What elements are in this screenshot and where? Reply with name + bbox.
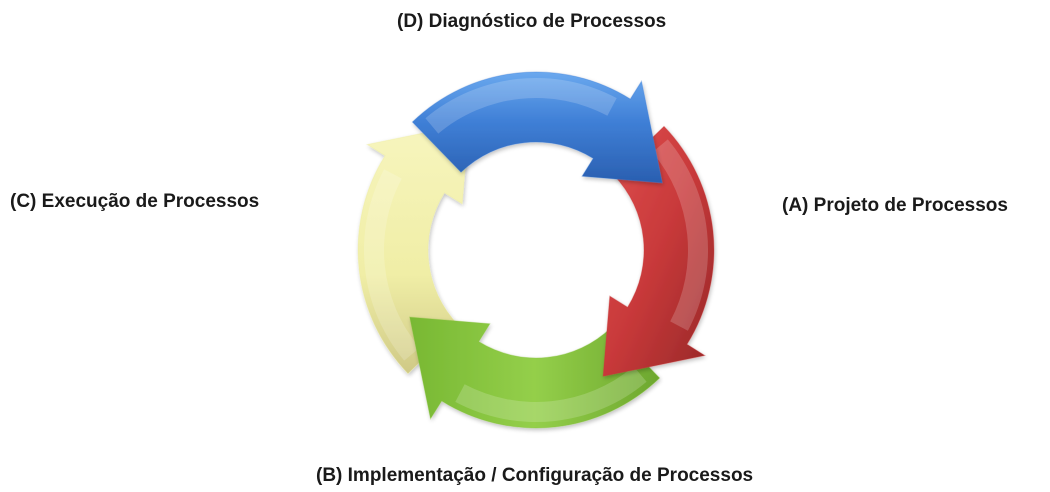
- label-diagnostico-de-processos: (D) Diagnóstico de Processos: [397, 11, 667, 32]
- arrow-diagnostico-highlight: [425, 77, 617, 134]
- label-implementacao-configuracao-de-processos: (B) Implementação / Configuração de Proc…: [316, 465, 754, 486]
- label-execucao-de-processos: (C) Execução de Processos: [10, 191, 260, 212]
- arrows-layer: [357, 71, 715, 429]
- arrow-diagnostico: [411, 71, 663, 184]
- arrow-implementacao-highlight: [455, 366, 647, 423]
- arrow-projeto: [602, 125, 715, 377]
- arrow-execucao-highlight: [363, 169, 420, 361]
- arrow-projeto-highlight: [652, 139, 709, 331]
- label-projeto-de-processos: (A) Projeto de Processos: [782, 195, 1008, 216]
- arrow-implementacao: [409, 316, 661, 429]
- arrow-execucao: [357, 123, 470, 375]
